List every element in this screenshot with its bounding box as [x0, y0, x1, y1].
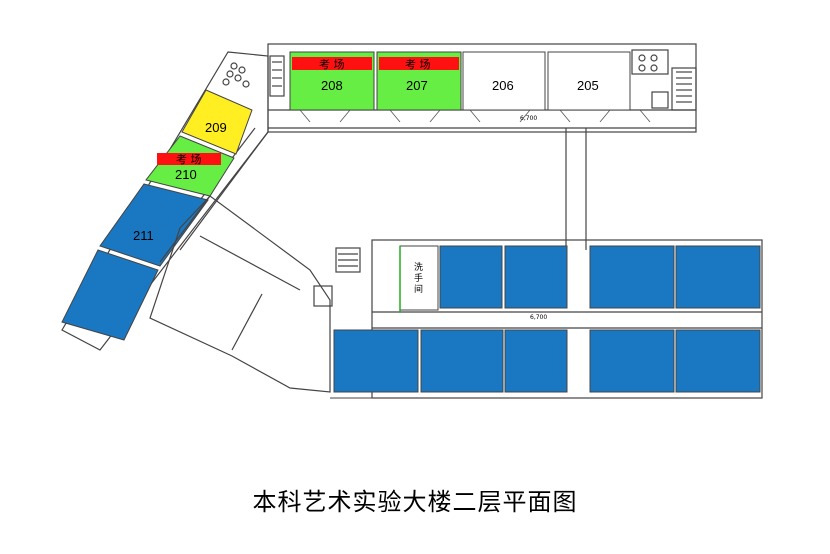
exam-label-208: 考 场: [319, 57, 345, 71]
bottom-upper-rooms: [439, 245, 761, 309]
room-number-206: 206: [492, 78, 514, 93]
room-209: [181, 89, 253, 155]
bottom-outer-wall: [329, 330, 762, 399]
exam-bar-207: [379, 57, 459, 70]
room-blue-l5: [675, 329, 761, 393]
room-blue-l3: [504, 329, 568, 393]
room-211: [99, 183, 209, 267]
room-blue-u4: [675, 245, 761, 309]
room-blue-l1: [333, 329, 419, 393]
page-title: 本科艺术实验大楼二层平面图: [252, 488, 578, 516]
washroom-label-1: 洗: [414, 261, 423, 273]
room-blue-u2: [504, 245, 568, 309]
room-212: [61, 249, 159, 341]
room-205: [547, 51, 631, 111]
corridor-dimension-top: 6,700: [520, 115, 537, 122]
corridor-dimension-bottom: 6,700: [530, 314, 547, 321]
washroom-label-2: 手: [414, 272, 423, 284]
exam-bar-208: [292, 57, 372, 70]
room-number-205: 205: [577, 78, 599, 93]
washroom: [399, 245, 439, 311]
room-number-207: 207: [406, 78, 428, 93]
room-blue-l4: [589, 329, 675, 393]
vertical-corridor: [565, 128, 587, 250]
room-206: [462, 51, 546, 111]
washroom-label-3: 间: [414, 283, 423, 295]
exam-label-207: 考 场: [405, 57, 431, 71]
room-blue-u3: [589, 245, 675, 309]
top-door-marks: [299, 109, 651, 123]
room-blue-u1: [439, 245, 503, 309]
bottom-lower-rooms: [333, 329, 761, 393]
room-number-208: 208: [321, 78, 343, 93]
exam-bar-210: [157, 153, 221, 165]
exam-label-210: 考 场: [176, 152, 202, 166]
room-number-211: 211: [133, 228, 154, 243]
room-number-210: 210: [175, 167, 197, 182]
room-blue-l2: [420, 329, 504, 393]
room-number-209: 209: [205, 120, 227, 135]
floor-plan: 考 场 考 场 208 207 206 205 6,700 考 场 209 21…: [61, 43, 763, 399]
